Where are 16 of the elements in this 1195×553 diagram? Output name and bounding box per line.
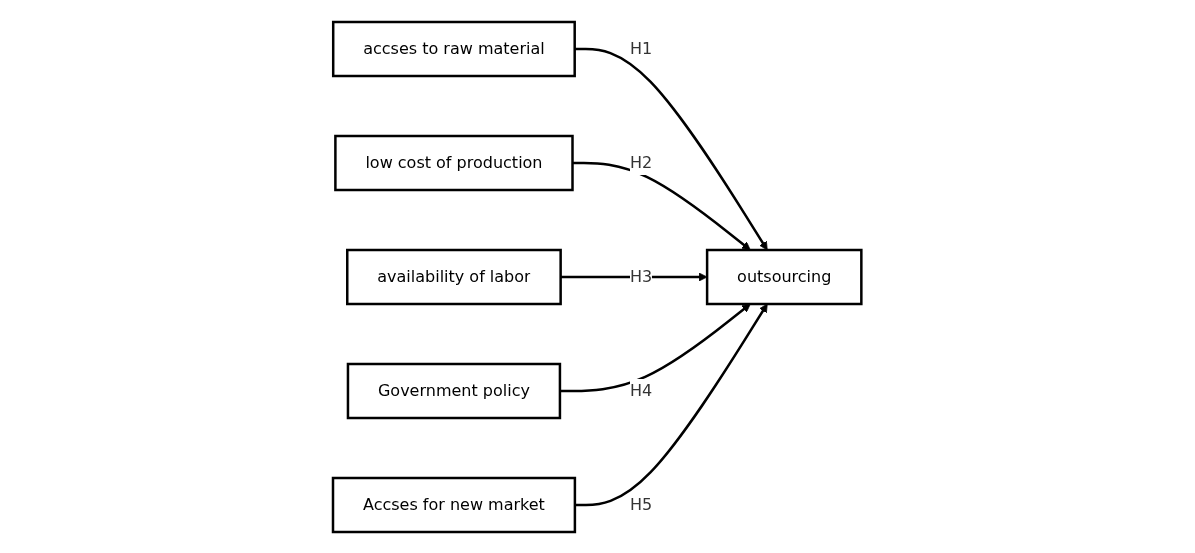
arrow	[572, 161, 752, 250]
arrow	[575, 303, 768, 506]
edge-label: H2	[630, 152, 653, 172]
node-box: availability of labor	[346, 248, 563, 305]
edge-label: H1	[630, 38, 653, 58]
arrow	[560, 272, 708, 281]
edge-label: H4	[630, 380, 653, 400]
edge-label: H3	[630, 266, 653, 286]
node-box: Accses for new market	[332, 476, 577, 533]
node-box: low cost of production	[334, 134, 575, 191]
node-box: accses to raw material	[332, 20, 577, 77]
edge-label: H5	[630, 494, 653, 514]
node-box: outsourcing	[706, 248, 863, 305]
arrow	[575, 47, 768, 250]
arrow	[560, 303, 752, 392]
node-box: Government policy	[347, 362, 562, 419]
